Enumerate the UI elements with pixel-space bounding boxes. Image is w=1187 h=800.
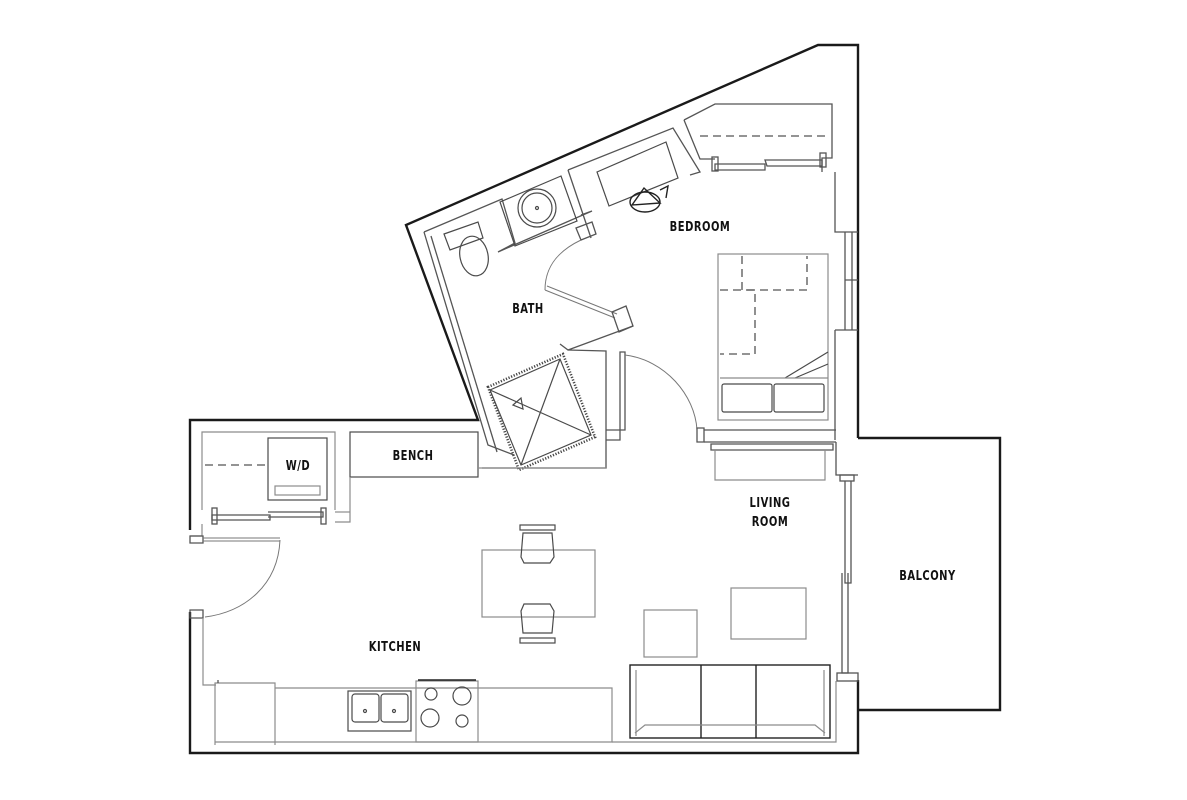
sofa-icon	[629, 664, 831, 739]
room-label-living-room-line2: ROOM	[751, 514, 789, 530]
laundry-area	[189, 431, 606, 686]
coffee-table	[730, 587, 807, 640]
bath-door	[544, 285, 618, 319]
balcony-outline	[858, 436, 1002, 712]
washer-dryer	[267, 437, 328, 501]
bedroom-door	[619, 351, 626, 431]
exterior-walls	[188, 43, 1002, 755]
kitchen-area	[214, 679, 613, 745]
shower-icon	[486, 352, 597, 472]
bed-icon	[717, 253, 829, 421]
room-label-bedroom: BEDROOM	[669, 219, 731, 235]
sliding-door-1	[844, 481, 852, 584]
sink-icon	[499, 175, 578, 247]
dining-table	[481, 524, 596, 644]
room-label-bench: BENCH	[392, 448, 434, 464]
stove-icon	[415, 679, 479, 743]
room-label-kitchen: KITCHEN	[368, 639, 422, 655]
bath-area	[423, 175, 634, 472]
bench	[349, 431, 479, 478]
bedroom-window	[844, 232, 858, 330]
bedroom-area	[567, 103, 858, 443]
room-label-balcony: BALCONY	[899, 568, 956, 584]
entry-door-swing	[204, 539, 281, 618]
dining-chair-bottom	[519, 603, 556, 644]
desk	[596, 141, 679, 207]
side-table	[643, 609, 698, 658]
fridge	[214, 682, 276, 745]
bedroom-door-swing	[624, 354, 698, 431]
room-label-bath: BATH	[512, 301, 544, 317]
desk-chair-icon	[629, 184, 669, 213]
tv-console	[714, 450, 826, 481]
living-room-area	[612, 442, 859, 743]
toilet-icon	[443, 221, 489, 277]
double-sink-icon	[347, 690, 412, 732]
room-label-washer-dryer: W/D	[285, 458, 311, 474]
dining-chair-top	[519, 524, 556, 564]
room-label-living-room-line1: LIVING	[749, 495, 791, 511]
bath-door-swing	[544, 239, 582, 291]
sliding-door-2	[841, 573, 849, 674]
entry-door-frame	[189, 535, 204, 544]
